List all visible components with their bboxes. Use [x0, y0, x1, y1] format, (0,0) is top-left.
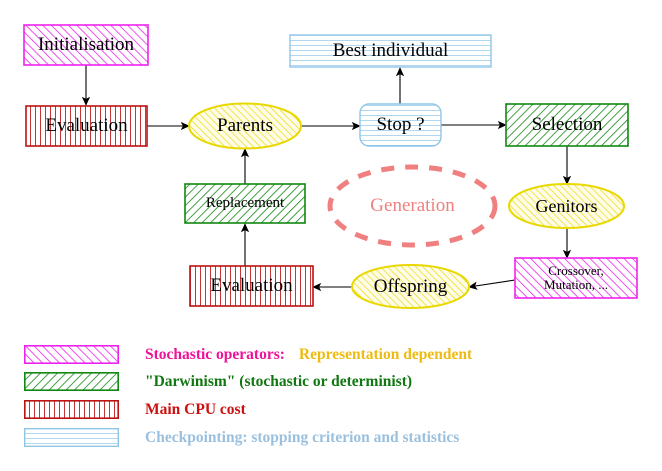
legend-swatch-darwinism	[24, 372, 119, 391]
node-stop[interactable]: Stop ?	[360, 104, 441, 146]
node-label-genitors: Genitors	[535, 195, 598, 216]
node-shape-best-individual[interactable]	[289, 34, 492, 68]
node-label-evaluation-top: Evaluation	[45, 115, 128, 137]
node-shape-replacement[interactable]	[184, 183, 306, 224]
node-shape-genitors[interactable]	[508, 183, 625, 229]
node-best-individual[interactable]: Best individual	[290, 35, 491, 67]
node-label-initialisation: Initialisation	[37, 34, 135, 56]
node-label-crossover: Crossover, Mutation, ...	[544, 263, 608, 292]
legend-row-cpu-cost: Main CPU cost	[24, 400, 246, 419]
node-label-evaluation-bot: Evaluation	[210, 275, 293, 297]
node-shape-evaluation-top[interactable]	[25, 105, 148, 147]
node-crossover[interactable]: Crossover, Mutation, ...	[515, 258, 637, 298]
legend-swatch-cpu-cost	[24, 400, 119, 419]
node-replacement[interactable]: Replacement	[185, 184, 305, 223]
node-shape-generation	[327, 164, 498, 248]
node-shape-evaluation-bot[interactable]	[189, 265, 314, 307]
shapes-layer	[23, 24, 638, 309]
node-offspring[interactable]: Offspring	[352, 265, 469, 308]
node-initialisation[interactable]: Initialisation	[24, 25, 148, 65]
legend-label-stochastic: Stochastic operators:	[145, 345, 285, 363]
node-shape-stop[interactable]	[359, 103, 442, 147]
legend-label-representation: Representation dependent	[298, 345, 473, 363]
node-shape-selection[interactable]	[505, 103, 629, 147]
legend-row-checkpointing: Checkpointing: stopping criterion and st…	[24, 428, 459, 447]
node-label-generation: Generation	[370, 195, 455, 217]
edge-crossover-to-offspring	[468, 279, 516, 290]
node-evaluation-bot[interactable]: Evaluation	[190, 266, 313, 306]
node-selection[interactable]: Selection	[506, 104, 628, 146]
node-shape-offspring[interactable]	[351, 264, 470, 309]
node-label-stop: Stop ?	[376, 114, 425, 136]
node-shape-initialisation[interactable]	[23, 24, 149, 66]
legend-swatch-checkpointing	[24, 428, 119, 447]
node-parents[interactable]: Parents	[189, 103, 301, 148]
legend-label-checkpointing: Checkpointing: stopping criterion and st…	[145, 428, 460, 446]
node-shape-crossover[interactable]	[514, 257, 638, 299]
node-genitors[interactable]: Genitors	[509, 184, 624, 228]
node-label-offspring: Offspring	[373, 275, 448, 297]
node-label-selection: Selection	[531, 114, 603, 136]
node-label-parents: Parents	[217, 114, 273, 136]
legend-label-darwinism: "Darwinism" (stochastic or determinist)	[145, 372, 413, 390]
edges-layer	[81, 65, 572, 292]
legend-row-stochastic: Stochastic operators: Representation dep…	[24, 345, 472, 364]
legend-label-cpu-cost: Main CPU cost	[145, 400, 246, 418]
legend-swatch-stochastic	[24, 345, 119, 364]
node-label-replacement: Replacement	[205, 194, 285, 211]
node-generation: Generation	[330, 167, 495, 245]
node-label-best-individual: Best individual	[332, 40, 449, 62]
node-evaluation-top[interactable]: Evaluation	[26, 106, 147, 146]
legend-row-darwinism: "Darwinism" (stochastic or determinist)	[24, 372, 412, 391]
node-shape-parents[interactable]	[188, 102, 302, 150]
